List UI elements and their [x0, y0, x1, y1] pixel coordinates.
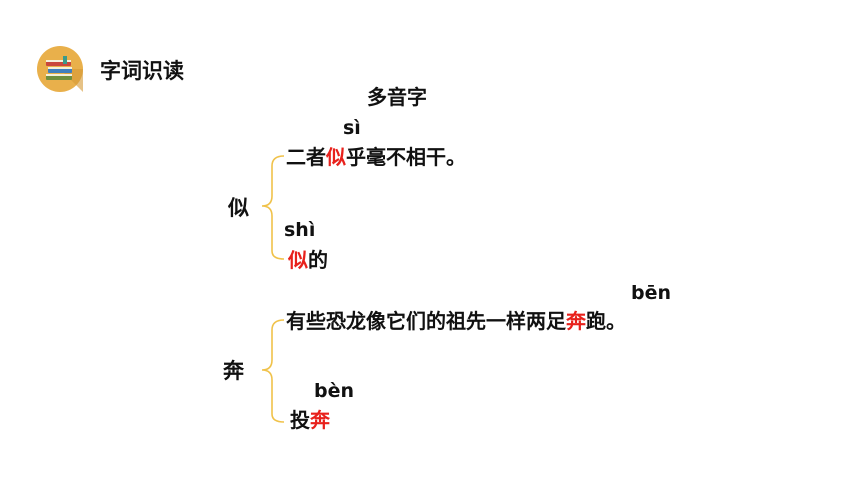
- sentence-text: 乎毫不相干。: [346, 145, 466, 169]
- polyphone-char: 似: [228, 196, 249, 220]
- example-sentence: 有些恐龙像它们的祖先一样两足奔跑。: [286, 309, 626, 333]
- pinyin-label: bēn: [631, 282, 672, 304]
- example-sentence: 二者似乎毫不相干。: [286, 145, 466, 169]
- sentence-text: 二者: [286, 145, 326, 169]
- books-icon: [37, 46, 83, 92]
- brace-group-1: [261, 155, 285, 260]
- example-word: 投奔: [290, 408, 330, 432]
- highlighted-char: 奔: [310, 408, 330, 432]
- subtitle: 多音字: [367, 85, 427, 109]
- highlighted-char: 似: [288, 248, 308, 272]
- pinyin-label: bèn: [314, 380, 355, 402]
- pinyin-label: sì: [343, 117, 361, 139]
- brace-group-2: [261, 319, 285, 423]
- highlighted-char: 奔: [566, 309, 586, 333]
- section-title: 字词识读: [100, 59, 184, 83]
- sentence-text: 有些恐龙像它们的祖先一样两足: [286, 309, 566, 333]
- pinyin-label: shì: [284, 219, 316, 241]
- sentence-text: 投: [290, 408, 310, 432]
- example-word: 似的: [288, 248, 328, 272]
- sentence-text: 跑。: [586, 309, 626, 333]
- highlighted-char: 似: [326, 145, 346, 169]
- polyphone-char: 奔: [223, 359, 244, 383]
- sentence-text: 的: [308, 248, 328, 272]
